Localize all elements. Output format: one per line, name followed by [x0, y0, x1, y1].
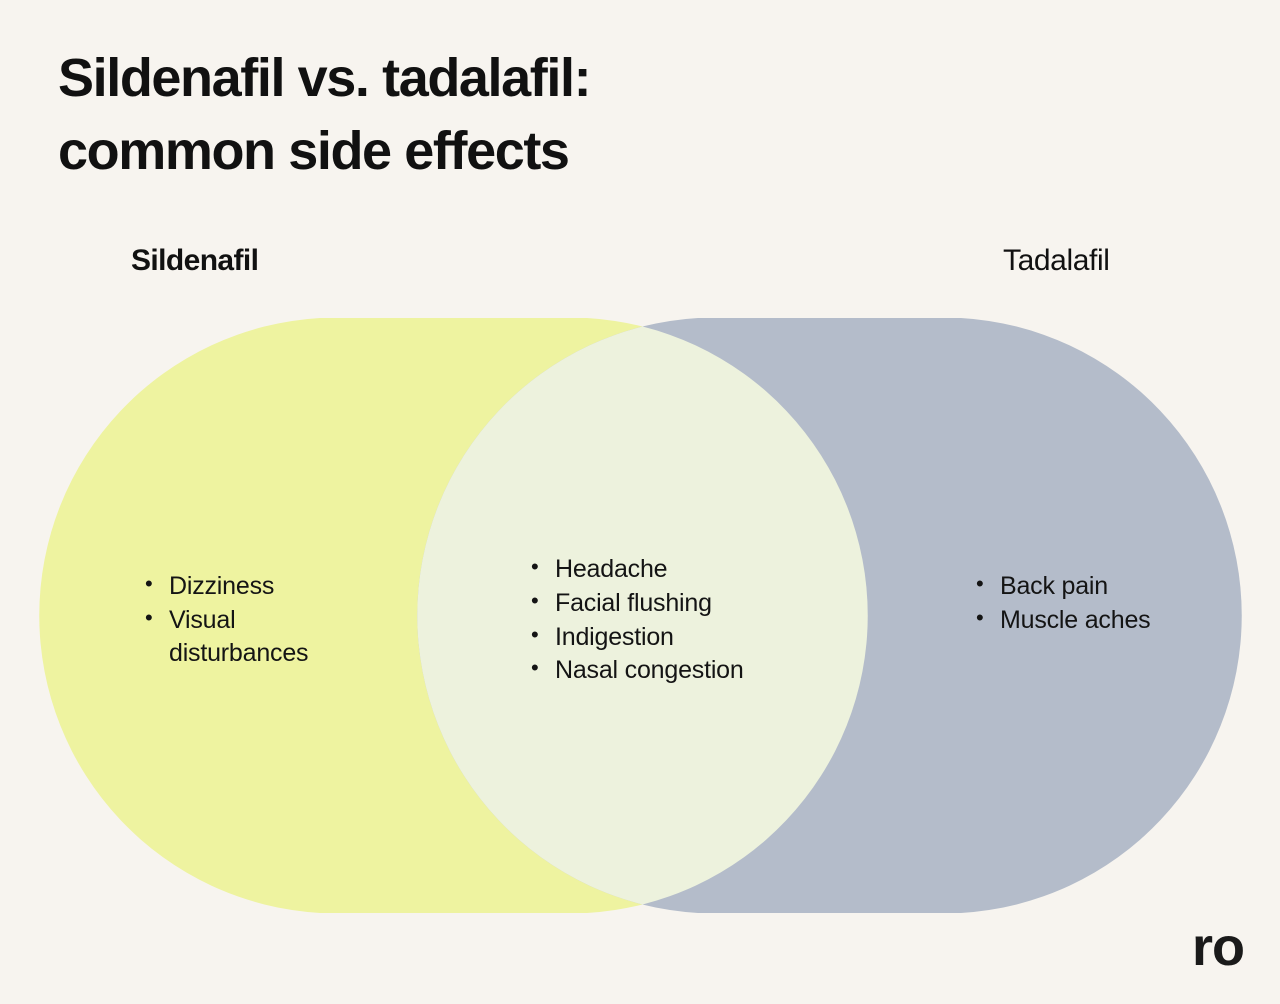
shared-side-effects-list: Headache Facial flushing Indigestion Nas…: [523, 552, 793, 688]
list-item: Muscle aches: [968, 603, 1188, 637]
list-item: Back pain: [968, 569, 1188, 603]
list-item: Dizziness: [137, 569, 367, 603]
list-item: Headache: [523, 552, 793, 586]
ro-logo: ro: [1192, 917, 1245, 977]
sildenafil-only-side-effects-list: Dizziness Visual disturbances: [137, 569, 367, 670]
list-item: Visual disturbances: [137, 603, 367, 670]
list-item: Facial flushing: [523, 586, 793, 620]
page-title: Sildenafil vs. tadalafil: common side ef…: [58, 48, 592, 182]
venn-label-sildenafil: Sildenafil: [131, 244, 259, 277]
venn-region-overlap: [417, 318, 868, 913]
venn-label-tadalafil: Tadalafil: [1003, 244, 1110, 277]
venn-region-overlap-group: [417, 318, 868, 913]
tadalafil-only-side-effects-list: Back pain Muscle aches: [968, 569, 1188, 638]
list-item: Nasal congestion: [523, 653, 793, 687]
list-item: Indigestion: [523, 620, 793, 654]
